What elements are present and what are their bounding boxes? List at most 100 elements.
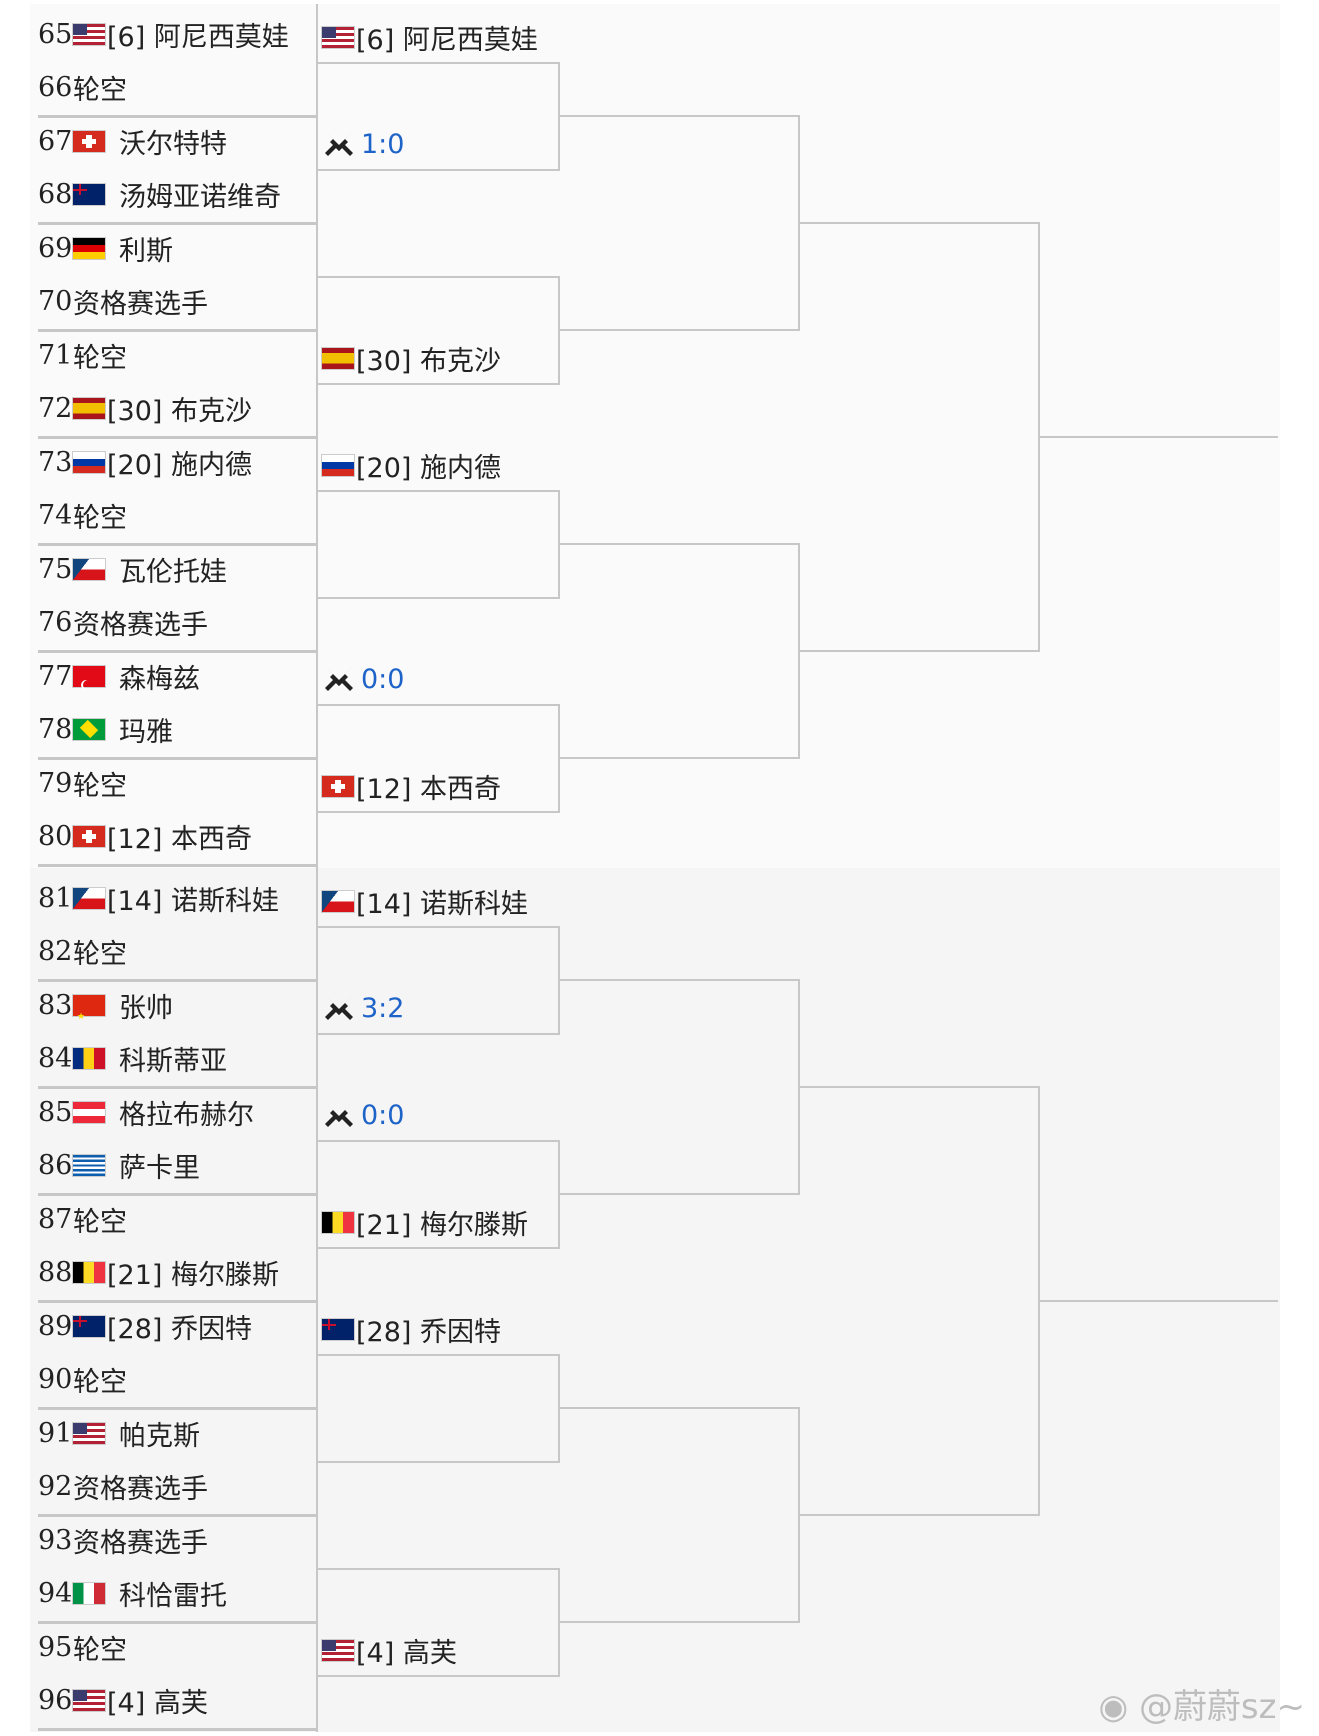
player-slot[interactable]: 80[12] 本西奇 xyxy=(38,811,252,863)
player-name: 玛雅 xyxy=(119,717,173,748)
match-score[interactable]: 3:2 xyxy=(322,989,404,1029)
player-name: 森梅兹 xyxy=(119,663,200,695)
r2-connector xyxy=(316,596,558,599)
score-text: 1:0 xyxy=(361,129,405,160)
player-slot[interactable]: 65[6] 阿尼西莫娃 xyxy=(38,8,289,60)
winner-name: [30] 布克沙 xyxy=(356,346,502,377)
cze-flag-icon xyxy=(322,891,354,912)
esp-flag-icon xyxy=(73,398,105,419)
player-name: 利斯 xyxy=(119,235,173,267)
player-name: 萨卡里 xyxy=(119,1153,200,1184)
r3-connector xyxy=(558,115,798,117)
round2-winner: [4] 高芙 xyxy=(322,1631,457,1671)
crossed-swords-icon xyxy=(325,666,353,691)
pair-divider xyxy=(38,650,318,653)
r2-connector xyxy=(316,1353,558,1356)
slot-number: 74 xyxy=(38,500,73,531)
match-score[interactable]: 1:0 xyxy=(322,125,404,165)
player-slot[interactable]: 91 帕克斯 xyxy=(38,1407,200,1459)
r2-connector xyxy=(316,168,558,171)
r3-connector xyxy=(558,329,798,331)
slot-number: 78 xyxy=(38,714,73,745)
player-slot[interactable]: 83★张帅 xyxy=(38,979,173,1031)
player-slot[interactable]: 94 科恰雷托 xyxy=(38,1568,227,1620)
sui-flag-icon xyxy=(73,130,105,152)
player-name: 汤姆亚诺维奇 xyxy=(119,182,281,213)
player-slot[interactable]: 73[20] 施内德 xyxy=(38,436,252,488)
r5-connector xyxy=(1038,436,1278,438)
rus-flag-icon xyxy=(73,451,105,473)
r2-connector xyxy=(316,489,558,492)
match-score[interactable]: 0:0 xyxy=(322,1096,404,1136)
watermark: ◉ @蔚蔚sz~ xyxy=(1098,1687,1305,1727)
winner-name: [6] 阿尼西莫娃 xyxy=(356,25,538,56)
slot-number: 82 xyxy=(38,936,73,967)
rou-flag-icon xyxy=(73,1048,105,1069)
player-slot[interactable]: 81[14] 诺斯科娃 xyxy=(38,872,279,924)
score-text: 3:2 xyxy=(361,993,405,1024)
player-name: [14] 诺斯科娃 xyxy=(107,885,280,917)
r5-connector xyxy=(1038,1300,1278,1302)
player-name: [30] 布克沙 xyxy=(107,396,253,427)
pair-divider xyxy=(38,436,318,439)
slot-number: 67 xyxy=(38,125,73,157)
slot-number: 88 xyxy=(38,1257,73,1288)
player-name: 科恰雷托 xyxy=(119,1581,227,1612)
aus-flag-icon xyxy=(73,184,105,205)
slot-number: 84 xyxy=(38,1043,73,1074)
score-text: 0:0 xyxy=(361,664,405,695)
player-name: [28] 乔因特 xyxy=(107,1313,253,1345)
player-slot[interactable]: 78 玛雅 xyxy=(38,704,173,756)
slot-number: 93 xyxy=(38,1524,73,1556)
player-name: 帕克斯 xyxy=(119,1420,200,1452)
match-score[interactable]: 0:0 xyxy=(322,660,404,700)
score-text: 0:0 xyxy=(361,1100,405,1131)
pair-divider xyxy=(38,222,318,225)
player-name: 资格赛选手 xyxy=(73,1474,208,1505)
slot-number: 91 xyxy=(38,1417,73,1449)
r4-connector xyxy=(798,1514,1038,1516)
r4-connector xyxy=(798,1086,1038,1088)
pair-divider xyxy=(38,115,318,118)
pair-divider xyxy=(38,1300,318,1303)
bra-flag-icon xyxy=(73,719,105,740)
usa-flag-icon xyxy=(73,1422,105,1444)
player-slot[interactable]: 89[28] 乔因特 xyxy=(38,1300,252,1352)
ger-flag-icon xyxy=(73,237,105,259)
slot-number: 94 xyxy=(38,1578,73,1609)
player-slot[interactable]: 96[4] 高芙 xyxy=(38,1675,208,1727)
r2-connector xyxy=(316,275,558,278)
player-name: 资格赛选手 xyxy=(73,289,208,320)
player-slot[interactable]: 69 利斯 xyxy=(38,222,173,274)
r2-connector xyxy=(316,1674,558,1677)
r3-connector xyxy=(558,757,798,759)
player-slot[interactable]: 72[30] 布克沙 xyxy=(38,383,252,435)
slot-number: 69 xyxy=(38,232,73,264)
crossed-swords-icon xyxy=(325,1102,353,1127)
player-slot[interactable]: 88[21] 梅尔滕斯 xyxy=(38,1247,279,1299)
weibo-icon: ◉ xyxy=(1098,1687,1129,1727)
player-name: 格拉布赫尔 xyxy=(119,1099,254,1131)
slot-number: 92 xyxy=(38,1471,73,1502)
sui-flag-icon xyxy=(322,776,354,797)
